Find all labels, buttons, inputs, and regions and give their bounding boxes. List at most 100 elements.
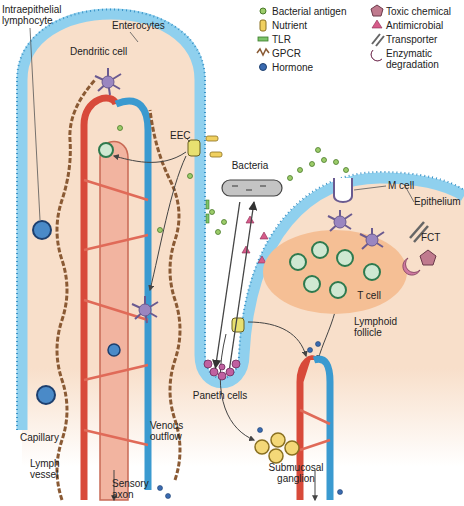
antigen xyxy=(288,176,293,181)
part-label: Enterocytes xyxy=(112,20,182,31)
neuron xyxy=(269,449,283,463)
part-label: Sensory axon xyxy=(112,478,157,500)
tlr xyxy=(206,214,209,223)
node-label: Paneth cells xyxy=(180,390,260,401)
dendritic-body xyxy=(139,304,151,316)
lymph-vessel xyxy=(100,142,128,501)
paneth-cell xyxy=(218,372,226,380)
hormone xyxy=(258,428,263,433)
paneth-cell xyxy=(210,368,218,376)
intraepithelial-lymphocyte xyxy=(37,386,55,404)
lymphocyte xyxy=(364,264,380,280)
hormone xyxy=(308,348,313,353)
part-label: M cell xyxy=(388,180,438,191)
signal-arrow xyxy=(150,156,186,290)
dendrite xyxy=(328,210,352,231)
lamina-propria xyxy=(22,14,464,506)
capillary-blue xyxy=(314,359,330,500)
signal-arrow xyxy=(220,334,254,440)
nutrient xyxy=(210,152,222,157)
signal-arrow xyxy=(248,322,306,356)
dendritic-body xyxy=(334,216,346,228)
node-label: T cell xyxy=(352,290,386,301)
antigen xyxy=(222,220,227,225)
antimicrobial xyxy=(246,216,254,223)
legend-antigen xyxy=(260,8,266,14)
dendritic-cell xyxy=(132,296,158,323)
lymphocyte xyxy=(312,242,328,258)
legend-tlr xyxy=(258,37,268,41)
connector-arrow xyxy=(215,202,239,368)
eec-cell xyxy=(188,140,200,156)
part-label: Lymph vessel xyxy=(30,458,70,480)
antigen xyxy=(216,230,221,235)
legend-toxic xyxy=(371,5,383,16)
hormone xyxy=(338,490,343,495)
legend-enzyme xyxy=(371,50,382,61)
legend-antimicrobial xyxy=(372,20,382,28)
node-label: Submucosal ganglion xyxy=(256,462,336,484)
node-label: Lymphoid follicle xyxy=(354,316,412,338)
legend-text: Nutrient xyxy=(272,20,368,31)
dendritic-cell xyxy=(95,68,121,95)
legend-text: Bacterial antigen xyxy=(272,6,368,17)
sensory-axon xyxy=(57,80,95,500)
dendrite xyxy=(132,296,158,323)
antigen xyxy=(316,148,321,153)
paneth-cell xyxy=(204,360,212,368)
follicle-cells xyxy=(290,242,380,298)
part-label: Intraepithelial lymphocyte xyxy=(2,4,82,26)
toxic-chemical xyxy=(420,250,436,265)
part-label: EEC xyxy=(170,130,200,141)
ganglion-node: Submucosal ganglion xyxy=(228,428,338,480)
legend-nutrient xyxy=(260,20,266,31)
antigen xyxy=(310,162,315,167)
bacterial-antigens xyxy=(118,126,349,235)
lymphocyte xyxy=(330,282,346,298)
connector-arrow xyxy=(230,202,254,368)
lymphoid-follicle xyxy=(263,230,407,314)
ganglion-cells xyxy=(255,433,299,463)
enzymatic-degradation xyxy=(403,258,420,275)
legend-text: Antimicrobial xyxy=(386,20,462,31)
signal-arrow xyxy=(114,152,186,162)
m-cell xyxy=(334,178,352,202)
lymphocyte xyxy=(337,250,353,266)
dendrite xyxy=(95,68,121,95)
legend-text: Transporter xyxy=(386,34,462,45)
node-label: Bacteria xyxy=(212,160,288,171)
capillary-red xyxy=(84,98,116,500)
nutrient xyxy=(206,136,218,141)
antigen xyxy=(158,228,163,233)
hormones xyxy=(158,342,343,499)
bacterium xyxy=(222,180,282,196)
antigen xyxy=(334,160,339,165)
eec-cell xyxy=(232,318,244,332)
antimicrobial xyxy=(258,256,266,263)
part-label: Capillary xyxy=(20,432,70,443)
antigen xyxy=(210,210,215,215)
antigen xyxy=(322,158,327,163)
antigen xyxy=(344,168,349,173)
tlr xyxy=(206,200,209,209)
bacteria-node: Bacteria xyxy=(212,160,288,202)
legend-text: GPCR xyxy=(272,48,368,59)
intraepithelial-lymphocyte xyxy=(33,221,51,239)
dendritic-body xyxy=(366,234,378,246)
dendritic-cell xyxy=(328,210,352,231)
capillary-cross xyxy=(84,180,148,445)
legend-gpcr xyxy=(257,49,269,55)
bacterium-marks xyxy=(232,186,266,190)
capillary-cross xyxy=(300,410,330,450)
lymphocyte xyxy=(108,344,120,356)
paneth-node: Paneth cells xyxy=(180,368,260,402)
antimicrobials xyxy=(242,216,268,263)
lymphocyte xyxy=(304,276,320,292)
neuron xyxy=(285,441,299,455)
antigen xyxy=(118,126,123,131)
capillary-blue xyxy=(116,101,148,490)
epithelium xyxy=(22,14,464,430)
dendritic-cell xyxy=(360,228,384,249)
